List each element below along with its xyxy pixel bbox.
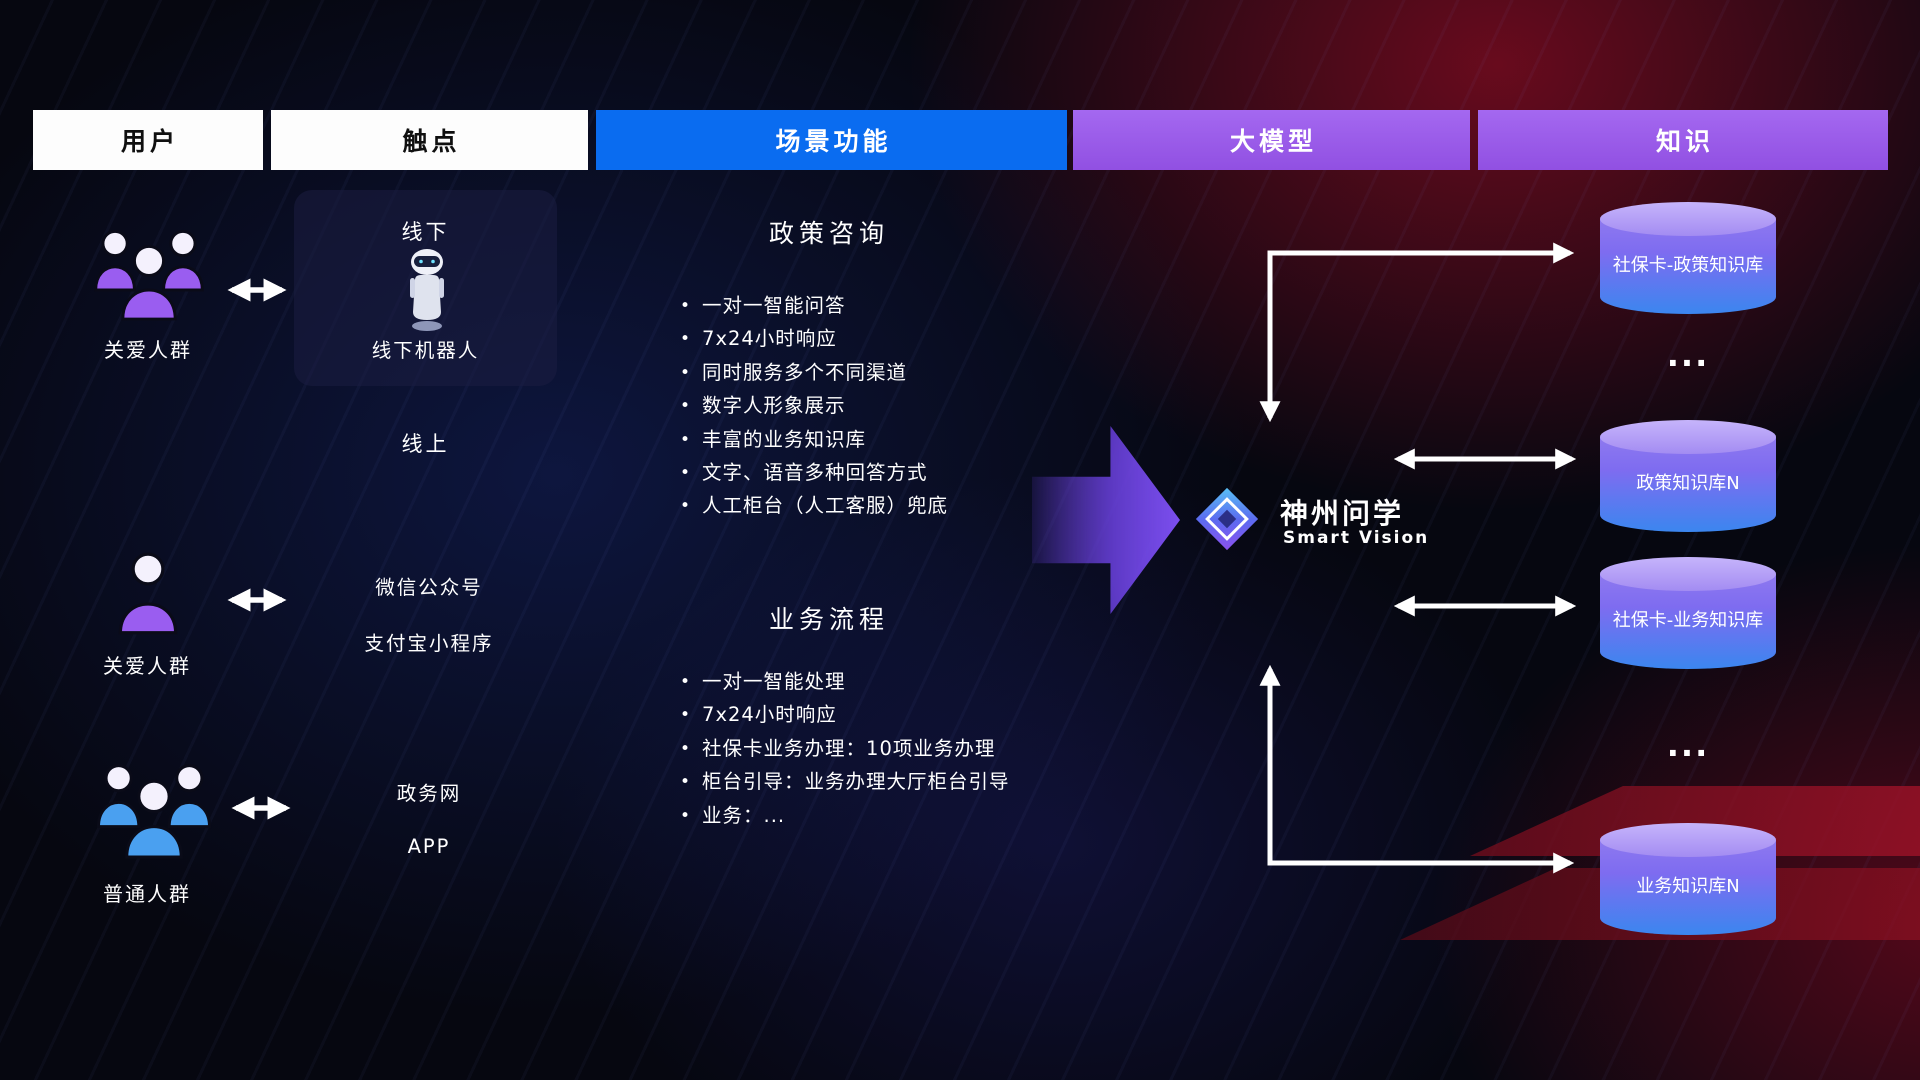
feature-item: 7x24小时响应: [680, 699, 1010, 732]
channel-app: APP: [407, 835, 451, 858]
database-cylinder-icon: [1600, 202, 1776, 236]
feature-item: 柜台引导：业务办理大厅柜台引导: [680, 766, 1010, 799]
feature-item: 人工柜台（人工客服）兜底: [680, 490, 948, 523]
knowledge-db: 政策知识库N: [1600, 420, 1776, 532]
lane-header-scenarios: 场景功能: [596, 110, 1067, 170]
user-single-icon: [118, 552, 178, 635]
lane-header-touchpoints: 触点: [271, 110, 588, 170]
user-group-icon: [94, 229, 204, 321]
channel-wechat: 微信公众号: [375, 576, 483, 599]
channel-alipay: 支付宝小程序: [364, 632, 494, 655]
smart-vision-logo-icon: [1195, 487, 1259, 551]
robot-icon: [410, 249, 444, 331]
db-label: 政策知识库N: [1636, 473, 1740, 494]
arrow-model-db1: [1259, 242, 1575, 423]
db-label: 业务知识库N: [1636, 876, 1740, 897]
channel-gov-web: 政务网: [396, 782, 462, 805]
database-cylinder-icon: [1600, 557, 1776, 591]
user-label-general: 普通人群: [103, 882, 191, 906]
feature-item: 丰富的业务知识库: [680, 424, 948, 457]
db-label: 社保卡-政策知识库: [1612, 255, 1764, 276]
offline-robot-label: 线下机器人: [371, 339, 480, 362]
feature-item: 一对一智能处理: [680, 666, 1010, 699]
lane-header-model: 大模型: [1073, 110, 1470, 170]
offline-title: 线下: [401, 220, 450, 244]
db-label: 社保卡-业务知识库: [1612, 610, 1764, 631]
feature-item: 一对一智能问答: [680, 290, 948, 323]
scenario-title-policy: 政策咨询: [768, 219, 889, 248]
user-label-care-group: 关爱人群: [104, 338, 192, 362]
feature-item: 社保卡业务办理：10项业务办理: [680, 733, 1010, 766]
model-name: 神州问学: [1280, 497, 1405, 530]
lane-header-knowledge: 知识: [1478, 110, 1888, 170]
knowledge-db: 社保卡-政策知识库: [1600, 202, 1776, 314]
lane-header-users: 用户: [33, 110, 263, 170]
model-subtitle: Smart Vision: [1283, 528, 1430, 548]
feature-item: 7x24小时响应: [680, 323, 948, 356]
database-cylinder-icon: [1600, 420, 1776, 454]
feature-item: 同时服务多个不同渠道: [680, 357, 948, 390]
user-group-icon-general: [96, 764, 212, 859]
ellipsis: ...: [1666, 336, 1710, 374]
scenario-title-business: 业务流程: [768, 605, 889, 634]
database-cylinder-icon: [1600, 823, 1776, 857]
scenario-policy-list: 一对一智能问答 7x24小时响应 同时服务多个不同渠道 数字人形象展示 丰富的业…: [680, 290, 948, 524]
feature-item: 数字人形象展示: [680, 390, 948, 423]
feature-item: 业务：...: [680, 800, 1010, 833]
flow-arrow-icon: [1032, 426, 1180, 614]
feature-item: 文字、语音多种回答方式: [680, 457, 948, 490]
knowledge-db: 业务知识库N: [1600, 823, 1776, 935]
knowledge-db: 社保卡-业务知识库: [1600, 557, 1776, 669]
user-label-care-single: 关爱人群: [103, 654, 191, 678]
ellipsis: ...: [1666, 726, 1710, 764]
scenario-business-list: 一对一智能处理 7x24小时响应 社保卡业务办理：10项业务办理 柜台引导：业务…: [680, 666, 1010, 833]
online-title: 线上: [401, 432, 450, 456]
